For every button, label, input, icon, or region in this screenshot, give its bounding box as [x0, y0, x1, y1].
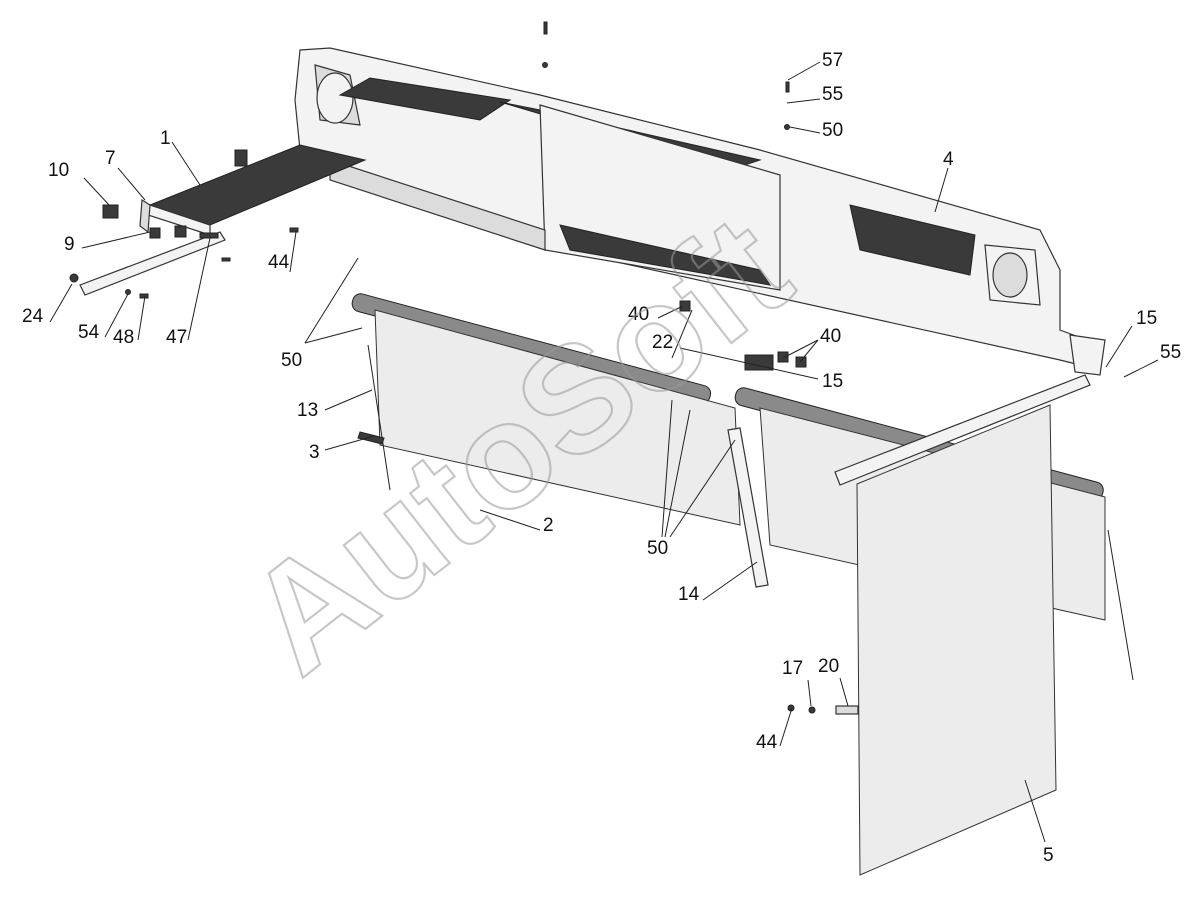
callout-15-right: 15	[1136, 308, 1157, 329]
callout-3: 3	[309, 442, 320, 463]
callout-2: 2	[543, 515, 554, 536]
callout-10: 10	[48, 160, 69, 181]
top-fasteners	[542, 21, 790, 130]
callout-13: 13	[297, 400, 318, 421]
clips-center	[679, 300, 807, 371]
callout-44-bottom: 44	[756, 732, 778, 753]
callout-55: 55	[822, 84, 843, 105]
callout-15-center: 15	[822, 371, 843, 392]
callout-50-center: 50	[647, 538, 668, 559]
callout-22: 22	[652, 332, 673, 353]
callout-5: 5	[1043, 845, 1054, 866]
small-fasteners-left	[69, 204, 299, 299]
callout-24: 24	[22, 306, 44, 327]
callout-47: 47	[166, 327, 187, 348]
leader-lines	[49, 61, 1159, 843]
callout-9: 9	[64, 234, 75, 255]
callout-labels: 57 55 50 4 1 7 10 9 44 24 54 48 47 50 13…	[22, 50, 1181, 866]
callout-55-right: 55	[1160, 342, 1181, 363]
callout-54: 54	[78, 322, 100, 343]
dashboard-panel	[294, 47, 1101, 371]
callout-50-left: 50	[281, 350, 302, 371]
rails	[727, 334, 1106, 588]
callout-40-left: 40	[628, 304, 649, 325]
callout-50: 50	[822, 120, 843, 141]
left-roller-blind	[351, 293, 741, 526]
callout-17: 17	[782, 658, 803, 679]
callout-20: 20	[818, 656, 839, 677]
callout-7: 7	[105, 148, 116, 169]
callout-1: 1	[160, 128, 171, 149]
callout-40-right: 40	[820, 326, 841, 347]
callout-14: 14	[678, 584, 700, 605]
shelf-tray	[139, 144, 367, 236]
callout-48: 48	[113, 327, 134, 348]
side-curtain	[787, 404, 1057, 876]
callout-44: 44	[268, 252, 290, 273]
callout-4: 4	[943, 149, 954, 170]
callout-57: 57	[822, 50, 843, 71]
